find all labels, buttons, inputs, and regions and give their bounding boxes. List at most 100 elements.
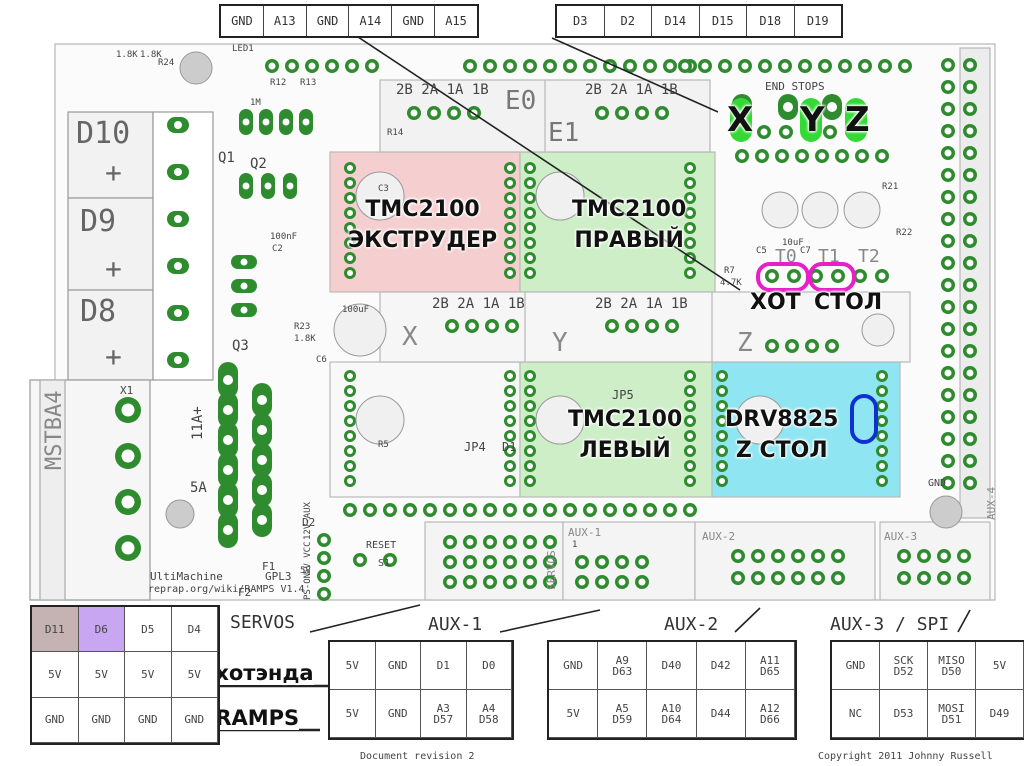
pad-hole xyxy=(618,578,626,586)
pad-hole xyxy=(347,165,353,171)
pad-hole xyxy=(861,62,869,70)
pad-hole xyxy=(527,210,533,216)
silk-label: 5V VCC xyxy=(303,541,313,574)
pad-hole xyxy=(881,62,889,70)
pad-hole xyxy=(920,552,928,560)
pad-hole xyxy=(966,281,974,289)
pad-hole xyxy=(598,578,606,586)
silk-label: 4.7K xyxy=(720,278,742,288)
pad-hole xyxy=(666,506,674,514)
thermistor-hot-label: ХОТ xyxy=(750,290,801,315)
silk-label: LED1 xyxy=(232,44,254,54)
d10-label: D10 xyxy=(76,116,131,151)
capacitor xyxy=(735,395,785,445)
pad-hole xyxy=(257,395,267,405)
driver-z-role: Z СТОЛ xyxy=(735,438,828,463)
d8-label: D8 xyxy=(80,294,117,329)
pad-hole xyxy=(944,303,952,311)
pad-hole xyxy=(526,506,534,514)
pad-hole xyxy=(758,152,766,160)
pad-hole xyxy=(966,325,974,333)
pad-hole xyxy=(966,259,974,267)
silk-label: C7 xyxy=(800,246,811,256)
pad-hole xyxy=(834,272,842,280)
fuse-5a-label: 5A xyxy=(190,480,207,496)
pad-hole xyxy=(527,180,533,186)
silk-label: 10uF xyxy=(782,238,804,248)
pad-hole xyxy=(526,62,534,70)
pin-cell: D44 xyxy=(696,690,746,738)
pad-hole xyxy=(223,405,233,415)
pad-hole xyxy=(818,152,826,160)
capacitor xyxy=(179,51,213,85)
pad-hole xyxy=(347,478,353,484)
pad-hole xyxy=(174,215,182,223)
pad-hole xyxy=(506,506,514,514)
silk-label: R21 xyxy=(882,182,899,192)
pad-hole xyxy=(223,435,233,445)
silk-label: R12 xyxy=(270,78,287,88)
pad-hole xyxy=(527,478,533,484)
pad-hole xyxy=(966,413,974,421)
pad-hole xyxy=(546,538,554,546)
q2-label: Q2 xyxy=(250,156,267,172)
aux1-label: AUX-1 xyxy=(428,614,483,635)
pin-label: D14 xyxy=(652,6,700,36)
silk-label: F2 xyxy=(238,586,252,599)
pad-hole xyxy=(347,225,353,231)
pad-hole xyxy=(578,558,586,566)
pin-cell: GND xyxy=(375,642,421,690)
pad-hole xyxy=(506,62,514,70)
pad-hole xyxy=(940,574,948,582)
pad-hole xyxy=(527,433,533,439)
pad-hole xyxy=(347,418,353,424)
q1-label: Q1 xyxy=(218,150,235,166)
pin-cell: A12 D66 xyxy=(745,690,795,738)
pad-hole xyxy=(879,478,885,484)
z-axis-label: Z xyxy=(737,328,753,358)
pad-hole xyxy=(944,237,952,245)
pad-hole xyxy=(426,506,434,514)
copyright-text: Copyright 2011 Johnny Russell xyxy=(818,751,993,762)
pad-hole xyxy=(466,506,474,514)
endstop-highlight xyxy=(730,98,752,142)
pad-hole xyxy=(944,457,952,465)
pad-hole xyxy=(507,180,513,186)
pad-hole xyxy=(527,418,533,424)
pad-hole xyxy=(741,62,749,70)
e0-pin-text: 2B 2A 1A 1B xyxy=(396,82,489,98)
driver-extruder-role: ЭКСТРУДЕР xyxy=(348,228,498,253)
pin-cell: A4 D58 xyxy=(466,690,512,738)
pad-hole xyxy=(446,558,454,566)
driver-right-model: TMC2100 xyxy=(572,197,687,222)
pad-hole xyxy=(719,403,725,409)
pad-hole xyxy=(257,425,267,435)
pad-hole xyxy=(966,127,974,135)
pad-hole xyxy=(944,149,952,157)
capacitor xyxy=(535,171,585,221)
capacitor xyxy=(165,499,195,529)
servos-label: SERVOS xyxy=(230,612,296,633)
pad-hole xyxy=(223,495,233,505)
pad-hole xyxy=(268,62,276,70)
pad-hole xyxy=(719,463,725,469)
ultimachine-text: UltiMachine xyxy=(150,570,223,583)
pad-hole xyxy=(320,590,328,598)
pad-hole xyxy=(466,578,474,586)
aux1-board-label: AUX-1 xyxy=(568,526,602,539)
pad-hole xyxy=(686,506,694,514)
pad-hole xyxy=(507,240,513,246)
pin-label: D19 xyxy=(806,14,829,28)
silk-label: C3 xyxy=(378,184,389,194)
aux2-label: AUX-2 xyxy=(664,614,719,635)
pad-hole xyxy=(966,105,974,113)
pad-hole xyxy=(466,538,474,546)
pad-hole xyxy=(257,515,267,525)
pad-hole xyxy=(900,574,908,582)
pad-hole xyxy=(778,152,786,160)
pad-hole xyxy=(794,574,802,582)
pad-hole xyxy=(174,262,182,270)
pad-hole xyxy=(386,556,394,564)
pad-hole xyxy=(598,109,606,117)
pad-hole xyxy=(646,62,654,70)
